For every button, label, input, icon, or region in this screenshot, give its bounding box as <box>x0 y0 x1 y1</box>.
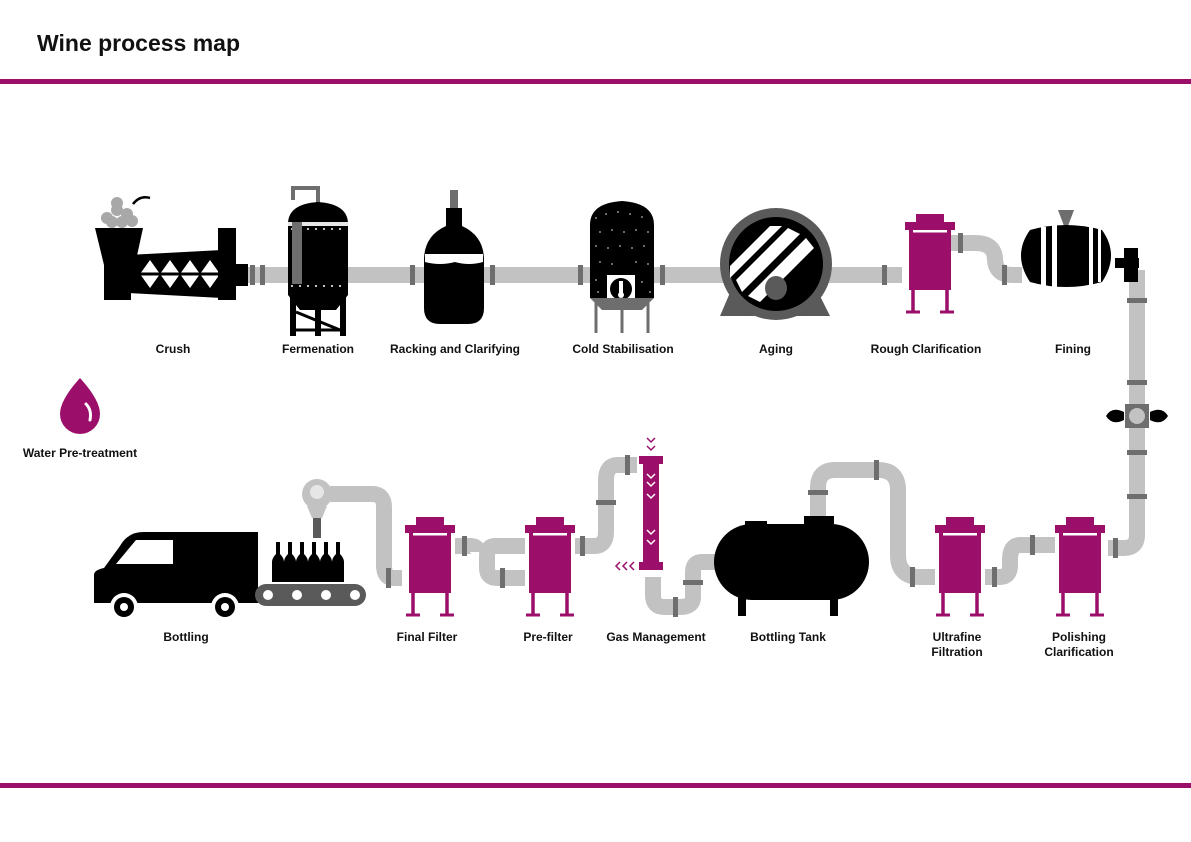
label-final-filter: Final Filter <box>397 630 458 644</box>
label-water-pretreatment: Water Pre-treatment <box>23 446 137 460</box>
stage-labels: Crush Fermenation Racking and Clarifying… <box>23 342 1114 659</box>
label-cold-stabilisation: Cold Stabilisation <box>572 342 673 356</box>
pipes <box>240 235 1145 615</box>
label-bottling: Bottling <box>163 630 208 644</box>
filter-housing-icon <box>1053 515 1107 617</box>
water-drop-icon <box>60 378 100 434</box>
valve-icon <box>1106 404 1168 428</box>
label-racking: Racking and Clarifying <box>390 342 520 356</box>
filter-housing-icon <box>523 515 577 617</box>
label-aging: Aging <box>759 342 793 356</box>
delivery-van-icon <box>94 532 258 621</box>
cold-tank-icon <box>590 201 654 333</box>
label-crush: Crush <box>156 342 191 356</box>
label-ultrafine: Ultrafine <box>933 630 982 644</box>
pipe-joints <box>250 233 1147 617</box>
bottom-divider <box>0 783 1191 788</box>
storage-tank-icon <box>714 516 869 616</box>
label-bottling-tank: Bottling Tank <box>750 630 826 644</box>
gas-sparger-icon <box>614 437 663 571</box>
label-gas-management: Gas Management <box>606 630 705 644</box>
filter-housing-icon <box>403 515 457 617</box>
label-filtration: Filtration <box>931 645 982 659</box>
label-clarification: Clarification <box>1044 645 1113 659</box>
conveyor-icon <box>255 584 366 606</box>
filter-housing-icon <box>903 212 957 314</box>
label-fermentation: Fermenation <box>282 342 354 356</box>
fermentation-tank-icon <box>288 186 348 336</box>
page-title: Wine process map <box>37 30 241 56</box>
label-polishing: Polishing <box>1052 630 1106 644</box>
label-rough-clarification: Rough Clarification <box>871 342 982 356</box>
barrel-aging-icon <box>720 208 832 320</box>
label-pre-filter: Pre-filter <box>523 630 573 644</box>
filter-housing-icon <box>933 515 987 617</box>
carboy-icon <box>424 190 484 324</box>
bottles-icon <box>272 542 344 582</box>
crusher-icon <box>95 196 248 300</box>
barrel-icon <box>1021 210 1139 288</box>
top-divider <box>0 79 1191 84</box>
filler-nozzle-icon <box>302 479 332 538</box>
label-fining: Fining <box>1055 342 1091 356</box>
